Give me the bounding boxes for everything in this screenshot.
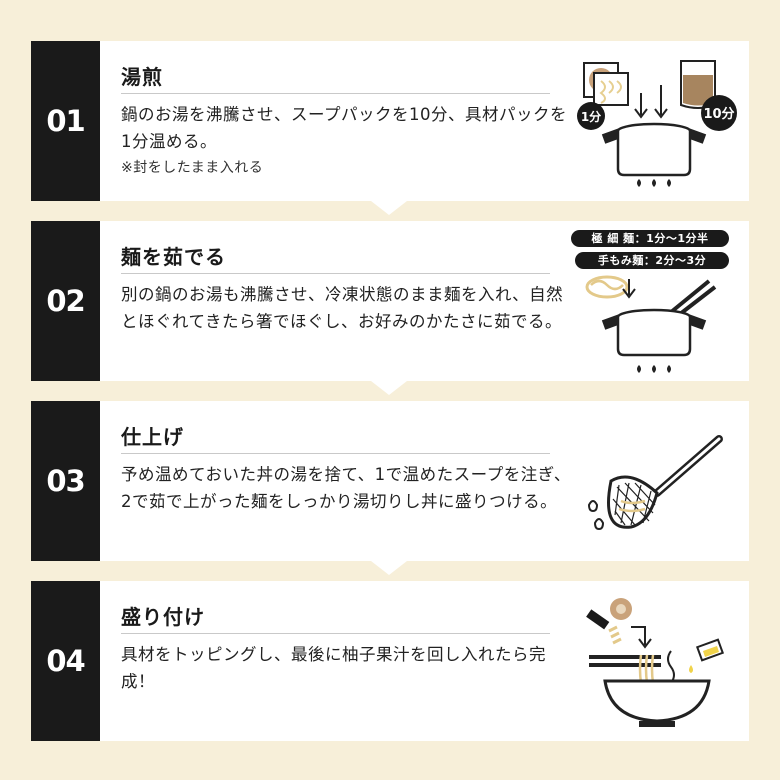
- title-divider: [121, 633, 550, 634]
- step-number: 04: [31, 581, 100, 741]
- time-pill-handmade-noodles: 手もみ麺：2分〜3分: [575, 252, 729, 269]
- step-title: 麺を茹でる: [121, 245, 226, 269]
- step-body: 予め温めておいた丼の湯を捨て、1で温めたスープを注ぎ、2で茹で上がった麺をしっか…: [121, 461, 571, 515]
- step-number: 03: [31, 401, 100, 561]
- flame-icon: [637, 365, 671, 373]
- step-body: 具材をトッピングし、最後に柚子果汁を回し入れたら完成！: [121, 641, 571, 695]
- pot-soup-illustration: 1分 10分: [577, 60, 737, 187]
- step-body: 別の鍋のお湯も沸騰させ、冷凍状態のまま麺を入れ、自然とほぐれてきたら箸でほぐし、…: [121, 281, 571, 335]
- badge-10min: 10分: [703, 106, 734, 122]
- toppings-icon: [586, 598, 632, 645]
- title-divider: [121, 453, 550, 454]
- step-card: 02 麺を茹でる 別の鍋のお湯も沸騰させ、冷凍状態のまま麺を入れ、自然とほぐれて…: [31, 221, 749, 381]
- step-description: 予め温めておいた丼の湯を捨て、1で温めたスープを注ぎ、2で茹で上がった麺をしっか…: [121, 465, 571, 511]
- title-divider: [121, 93, 550, 94]
- step-number: 01: [31, 41, 100, 201]
- step-body: 鍋のお湯を沸騰させ、スープパックを10分、具材パックを1分温める。 ※封をしたま…: [121, 101, 571, 181]
- strainer-illustration: [587, 435, 723, 531]
- step-card: 03 仕上げ 予め温めておいた丼の湯を捨て、1で温めたスープを注ぎ、2で茹で上が…: [31, 401, 749, 561]
- step-title: 仕上げ: [121, 425, 184, 449]
- strainer-icon: [607, 435, 723, 529]
- bowl-icon: [603, 679, 711, 727]
- yuzu-juice-icon: [689, 638, 725, 673]
- time-pill-fine-noodles: 極 細 麺：1分〜1分半: [571, 230, 729, 247]
- step-card: 04 盛り付け 具材をトッピングし、最後に柚子果汁を回し入れたら完成！: [31, 581, 749, 741]
- step-connector: [371, 201, 407, 215]
- badge-1min: 1分: [581, 109, 601, 124]
- soup-pack-icon: [680, 60, 716, 109]
- bowl-finish-illustration: [586, 598, 725, 727]
- water-drop-icon: [587, 500, 605, 531]
- step-title: 湯煎: [121, 65, 163, 89]
- step-title: 盛り付け: [121, 605, 205, 629]
- pot-noodles-illustration: [585, 275, 717, 373]
- step-description: 別の鍋のお湯も沸騰させ、冷凍状態のまま麺を入れ、自然とほぐれてきたら箸でほぐし、…: [121, 285, 564, 331]
- step-card: 01 湯煎 鍋のお湯を沸騰させ、スープパックを10分、具材パックを1分温める。 …: [31, 41, 749, 201]
- ingredient-pack-icon: [583, 62, 629, 106]
- pot-icon: [601, 122, 707, 177]
- step-note: ※封をしたまま入れる: [121, 160, 264, 176]
- noodles-icon: [585, 275, 629, 299]
- chopsticks-icon: [589, 655, 661, 667]
- title-divider: [121, 273, 550, 274]
- step-number: 02: [31, 221, 100, 381]
- step-description: 具材をトッピングし、最後に柚子果汁を回し入れたら完成！: [121, 645, 546, 691]
- flame-icon: [637, 179, 671, 187]
- step-connector: [371, 381, 407, 395]
- pot-icon: [601, 308, 707, 357]
- step-description: 鍋のお湯を沸騰させ、スープパックを10分、具材パックを1分温める。: [121, 105, 568, 151]
- step-connector: [371, 561, 407, 575]
